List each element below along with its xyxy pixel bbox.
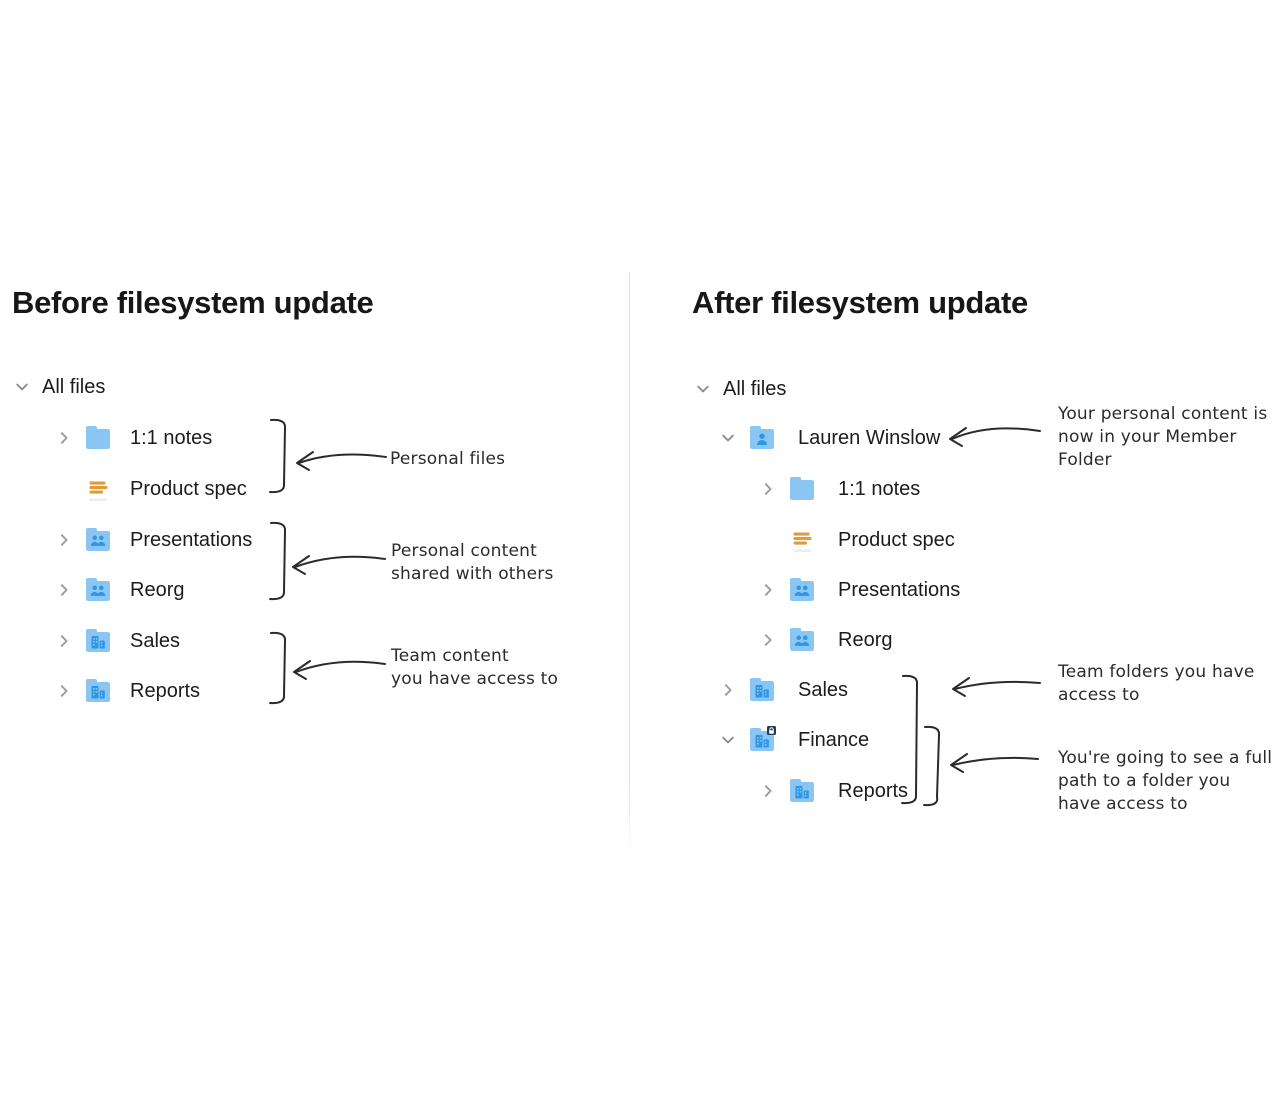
chevron-spacer bbox=[56, 481, 72, 497]
tree-row-label: Product spec bbox=[838, 528, 955, 551]
folder-icon bbox=[788, 475, 816, 503]
tree-row-label: Reorg bbox=[838, 628, 893, 651]
annotation-team-folders-access: Team folders you have access to bbox=[1058, 662, 1255, 705]
arrow-full-path bbox=[950, 753, 1039, 773]
column-divider bbox=[629, 272, 630, 855]
chevron-right-icon[interactable] bbox=[56, 532, 72, 548]
chevron-right-icon[interactable] bbox=[760, 783, 776, 799]
tree-row-label: Lauren Winslow bbox=[798, 426, 941, 449]
arrow-personal-files bbox=[296, 451, 387, 471]
team-folder-icon bbox=[84, 677, 112, 705]
tree-row-reports-before[interactable]: Reports bbox=[56, 666, 200, 716]
tree-row-label: All files bbox=[42, 375, 106, 398]
tree-row-product-spec-after[interactable]: Product spec bbox=[760, 515, 955, 565]
chevron-right-icon[interactable] bbox=[56, 430, 72, 446]
tree-row-label: Presentations bbox=[130, 528, 253, 551]
chevron-down-icon[interactable] bbox=[695, 381, 711, 397]
bracket-personal-files bbox=[269, 418, 287, 494]
arrow-personal-content bbox=[292, 555, 386, 575]
bracket-team-content bbox=[269, 631, 287, 705]
tree-row-sales-before[interactable]: Sales bbox=[56, 616, 180, 666]
tree-row-reorg-before[interactable]: Reorg bbox=[56, 565, 184, 615]
shared-folder-icon bbox=[788, 626, 816, 654]
chevron-right-icon[interactable] bbox=[56, 633, 72, 649]
arrow-member-folder bbox=[949, 427, 1041, 447]
tree-row-label: Sales bbox=[798, 678, 849, 701]
team-folder-icon bbox=[788, 777, 816, 805]
shared-folder-icon bbox=[84, 526, 112, 554]
tree-row-label: Reports bbox=[838, 779, 909, 802]
annotation-member-folder: Your personal content is now in your Mem… bbox=[1058, 404, 1268, 470]
annotation-personal-files: Personal files bbox=[390, 449, 506, 469]
shared-folder-icon bbox=[84, 576, 112, 604]
tree-row-label: Reports bbox=[130, 679, 201, 702]
chevron-right-icon[interactable] bbox=[720, 682, 736, 698]
arrow-team-content bbox=[293, 660, 386, 680]
tree-row-label: Product spec bbox=[130, 477, 247, 500]
tree-row-lauren-winslow[interactable]: Lauren Winslow bbox=[720, 413, 940, 463]
tree-row-label: 1:1 notes bbox=[838, 477, 921, 500]
chevron-right-icon[interactable] bbox=[760, 632, 776, 648]
member-folder-icon bbox=[748, 424, 776, 452]
arrow-team-folders bbox=[952, 677, 1041, 697]
chevron-right-icon[interactable] bbox=[56, 582, 72, 598]
tree-row-11-notes-after[interactable]: 1:1 notes bbox=[760, 464, 920, 514]
tree-row-label: All files bbox=[723, 377, 787, 400]
annotation-team-content: Team content you have access to bbox=[391, 646, 559, 689]
tree-row-reorg-after[interactable]: Reorg bbox=[760, 615, 892, 665]
locked-team-folder-icon bbox=[748, 726, 776, 754]
after-title: After filesystem update bbox=[692, 285, 1028, 320]
chevron-right-icon[interactable] bbox=[56, 683, 72, 699]
team-folder-icon bbox=[748, 676, 776, 704]
tree-row-sales-after[interactable]: Sales bbox=[720, 665, 848, 715]
chevron-right-icon[interactable] bbox=[760, 481, 776, 497]
chevron-down-icon[interactable] bbox=[720, 732, 736, 748]
tree-row-all-files-after[interactable]: All files bbox=[695, 364, 786, 414]
chevron-spacer bbox=[760, 532, 776, 548]
tree-row-label: Sales bbox=[130, 629, 181, 652]
tree-row-all-files-before[interactable]: All files bbox=[14, 362, 105, 412]
tree-row-product-spec-before[interactable]: Product spec bbox=[56, 464, 247, 514]
chevron-down-icon[interactable] bbox=[720, 430, 736, 446]
folder-icon bbox=[84, 424, 112, 452]
chevron-down-icon[interactable] bbox=[14, 379, 30, 395]
tree-row-label: Presentations bbox=[838, 578, 961, 601]
paper-doc-icon bbox=[788, 526, 816, 554]
annotation-personal-content-shared: Personal content shared with others bbox=[391, 541, 554, 584]
paper-doc-icon bbox=[84, 475, 112, 503]
before-title: Before filesystem update bbox=[12, 285, 374, 320]
team-folder-icon bbox=[84, 627, 112, 655]
tree-row-presentations-before[interactable]: Presentations bbox=[56, 515, 252, 565]
tree-row-label: Reorg bbox=[130, 578, 185, 601]
tree-row-label: 1:1 notes bbox=[130, 426, 213, 449]
tree-row-reports-after[interactable]: Reports bbox=[760, 766, 908, 816]
shared-folder-icon bbox=[788, 576, 816, 604]
annotation-full-path: You're going to see a full path to a fol… bbox=[1058, 748, 1273, 814]
chevron-right-icon[interactable] bbox=[760, 582, 776, 598]
bracket-personal-content bbox=[269, 521, 287, 601]
tree-row-presentations-after[interactable]: Presentations bbox=[760, 565, 960, 615]
tree-row-label: Finance bbox=[798, 728, 870, 751]
tree-row-finance[interactable]: Finance bbox=[720, 715, 869, 765]
bracket-full-path bbox=[923, 725, 941, 807]
tree-row-11-notes-before[interactable]: 1:1 notes bbox=[56, 413, 212, 463]
